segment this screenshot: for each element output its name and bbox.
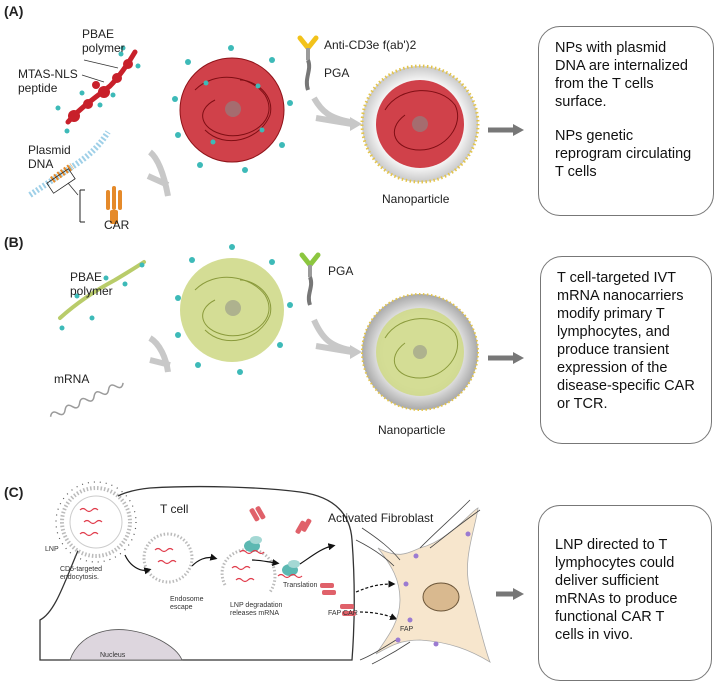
a-summary-box: NPs with plasmid DNA are internalized fr… bbox=[538, 26, 714, 216]
a-plasmid-dna bbox=[28, 130, 111, 198]
c-fap-label: FAP bbox=[400, 626, 414, 633]
a-polyplex-dots bbox=[172, 45, 293, 173]
a-car-label: CAR bbox=[104, 218, 130, 232]
b-polyplex-dots bbox=[175, 244, 293, 375]
c-nucleus-label: Nucleus bbox=[100, 652, 126, 659]
b-mrna-label: mRNA bbox=[54, 372, 90, 386]
a-nanoparticle-label: Nanoparticle bbox=[382, 192, 450, 206]
c-cd5-label: CD5-targeted endocytosis. bbox=[60, 566, 103, 581]
a-mtas-label: MTAS-NLS peptide bbox=[18, 67, 78, 95]
b-merge-arrow bbox=[148, 335, 171, 373]
b-pbae-label: PBAE polymer bbox=[70, 270, 113, 298]
c-lnp-degradation bbox=[220, 547, 277, 593]
a-antibody-icon bbox=[297, 35, 319, 91]
b-summary-box: T cell-targeted IVT mRNA nanocarriers mo… bbox=[540, 256, 712, 444]
b-antibody-icon bbox=[299, 252, 321, 306]
b-nanoparticle-label: Nanoparticle bbox=[378, 423, 446, 437]
b-nanoparticle bbox=[361, 293, 479, 411]
b-summary-text: T cell-targeted IVT mRNA nanocarriers mo… bbox=[557, 270, 695, 412]
a-anti-cd3e-label: Anti-CD3e f(ab')2 bbox=[324, 38, 417, 52]
a-car-receptor-icon bbox=[106, 186, 122, 224]
c-activated-fibroblast-label: Activated Fibroblast bbox=[328, 511, 434, 525]
b-polyplex bbox=[180, 258, 284, 362]
c-tcell-label: T cell bbox=[160, 502, 189, 516]
a-pga-label: PGA bbox=[324, 66, 350, 80]
b-pga-label: PGA bbox=[328, 264, 354, 278]
a-polyplex bbox=[179, 57, 285, 163]
c-ribosome-icon bbox=[239, 536, 303, 579]
a-teal-dots bbox=[55, 45, 141, 134]
c-fap-receptor-icons bbox=[395, 531, 471, 647]
a-pbae-label: PBAE polymer bbox=[82, 27, 125, 55]
panel-c-label: (C) bbox=[4, 484, 24, 500]
c-endosome bbox=[142, 532, 194, 584]
c-lnp bbox=[55, 481, 137, 563]
a-nanoparticle bbox=[360, 64, 480, 184]
c-summary-text: LNP directed to T lymphocytes could deli… bbox=[555, 537, 678, 643]
c-activated-fibroblast bbox=[355, 499, 491, 665]
c-summary-box: LNP directed to T lymphocytes could deli… bbox=[538, 505, 712, 681]
c-endosome-label: Endosome escape bbox=[170, 596, 204, 611]
b-pbae-polymer bbox=[58, 260, 146, 320]
c-lnp-label: LNP bbox=[45, 546, 59, 553]
a-merge-arrow-1 bbox=[147, 149, 171, 197]
b-mrna bbox=[49, 382, 124, 417]
a-plasmid-label: Plasmid DNA bbox=[28, 143, 71, 171]
panel-a-label: (A) bbox=[4, 3, 24, 19]
a-summary-line-1: NPs with plasmid DNA are internalized fr… bbox=[555, 40, 688, 110]
panel-b-label: (B) bbox=[4, 234, 24, 250]
a-pbae-polymer bbox=[65, 49, 138, 125]
c-fap-car-label: FAP CAR bbox=[328, 610, 358, 617]
c-nucleus bbox=[69, 629, 183, 661]
b-teal-dots bbox=[59, 262, 145, 331]
c-car-protein-icons bbox=[249, 506, 356, 616]
c-lnp-degradation-label: LNP degradation releases mRNA bbox=[230, 602, 283, 617]
a-summary-line-2: NPs genetic reprogram circulating T cell… bbox=[555, 128, 692, 180]
c-translation-label: Translation bbox=[283, 582, 318, 589]
